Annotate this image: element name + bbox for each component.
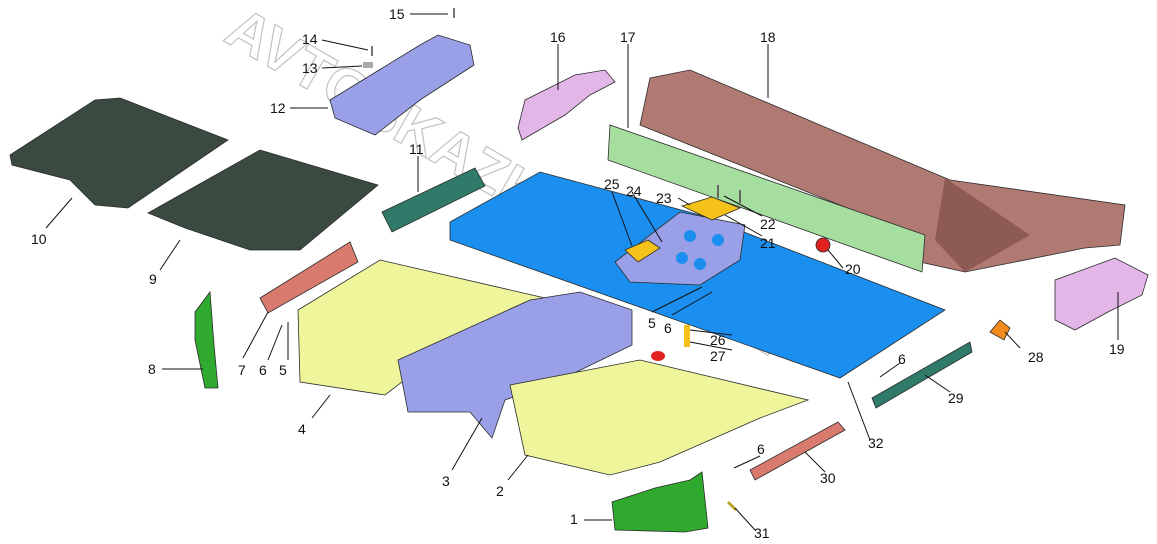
part-18-rear-panel-shade xyxy=(935,178,1030,272)
label-13: 13 xyxy=(302,60,318,76)
part-10-floor-mat xyxy=(9,97,229,209)
label-10: 10 xyxy=(31,231,47,247)
label-5: 5 xyxy=(279,362,287,378)
part-2-yellow-panel xyxy=(509,359,810,476)
label-12: 12 xyxy=(270,100,286,116)
label-17: 17 xyxy=(620,29,636,45)
label-21: 21 xyxy=(760,235,776,251)
part-29-teal-bar xyxy=(871,341,973,409)
hole xyxy=(684,230,696,242)
label-7: 7 xyxy=(238,362,246,378)
part-31-bolt xyxy=(726,500,738,512)
hole xyxy=(676,252,688,264)
label-6: 6 xyxy=(757,441,765,457)
part-12-violet-cover xyxy=(329,34,475,136)
label-6: 6 xyxy=(664,320,672,336)
label-6: 6 xyxy=(259,362,267,378)
label-4: 4 xyxy=(298,421,306,437)
label-25: 25 xyxy=(604,176,620,192)
part-13-clip xyxy=(363,62,373,68)
label-32: 32 xyxy=(868,435,884,451)
label-31: 31 xyxy=(754,525,770,541)
part-26-gold-bolt xyxy=(684,325,690,347)
hole xyxy=(694,258,706,270)
part-7-red-bar xyxy=(259,241,359,314)
label-6: 6 xyxy=(898,351,906,367)
label-22: 22 xyxy=(760,216,776,232)
part-17-mint-panel xyxy=(607,124,926,273)
label-11: 11 xyxy=(409,141,424,157)
label-26: 26 xyxy=(710,332,726,348)
label-29: 29 xyxy=(948,390,964,406)
label-30: 30 xyxy=(820,470,836,486)
label-23: 23 xyxy=(656,190,672,206)
part-28-orange-clip xyxy=(989,319,1011,341)
label-5: 5 xyxy=(648,315,656,331)
part-9-floor-mat xyxy=(147,149,379,251)
label-24: 24 xyxy=(626,183,642,199)
part-1-green-bracket xyxy=(611,471,709,533)
hole xyxy=(712,234,724,246)
part-24-tunnel-bracket xyxy=(614,211,746,286)
part-labels: 1 2 3 4 5 5 6 6 6 6 7 8 9 10 11 12 13 14… xyxy=(31,6,1125,541)
part-11-teal-bar xyxy=(381,167,486,233)
label-15: 15 xyxy=(389,6,405,22)
part-19-pink-bracket xyxy=(1054,257,1149,331)
label-1: 1 xyxy=(570,511,578,527)
label-16: 16 xyxy=(550,29,566,45)
label-18: 18 xyxy=(760,29,776,45)
part-23-gold-plate xyxy=(680,196,742,221)
label-2: 2 xyxy=(496,483,504,499)
label-9: 9 xyxy=(149,271,157,287)
label-28: 28 xyxy=(1028,349,1044,365)
part-30-red-bar xyxy=(749,421,846,481)
part-20-red-plug xyxy=(815,237,831,253)
label-20: 20 xyxy=(845,261,861,277)
leader-lines xyxy=(45,13,1119,531)
part-16-pink-bracket xyxy=(517,69,616,141)
label-19: 19 xyxy=(1109,341,1125,357)
part-25-gold-plate xyxy=(624,239,661,263)
label-3: 3 xyxy=(442,473,450,489)
label-14: 14 xyxy=(302,31,318,47)
label-27: 27 xyxy=(710,348,726,364)
label-8: 8 xyxy=(148,361,156,377)
part-27-red-cap xyxy=(651,351,665,361)
part-8-green-panel xyxy=(194,290,219,389)
